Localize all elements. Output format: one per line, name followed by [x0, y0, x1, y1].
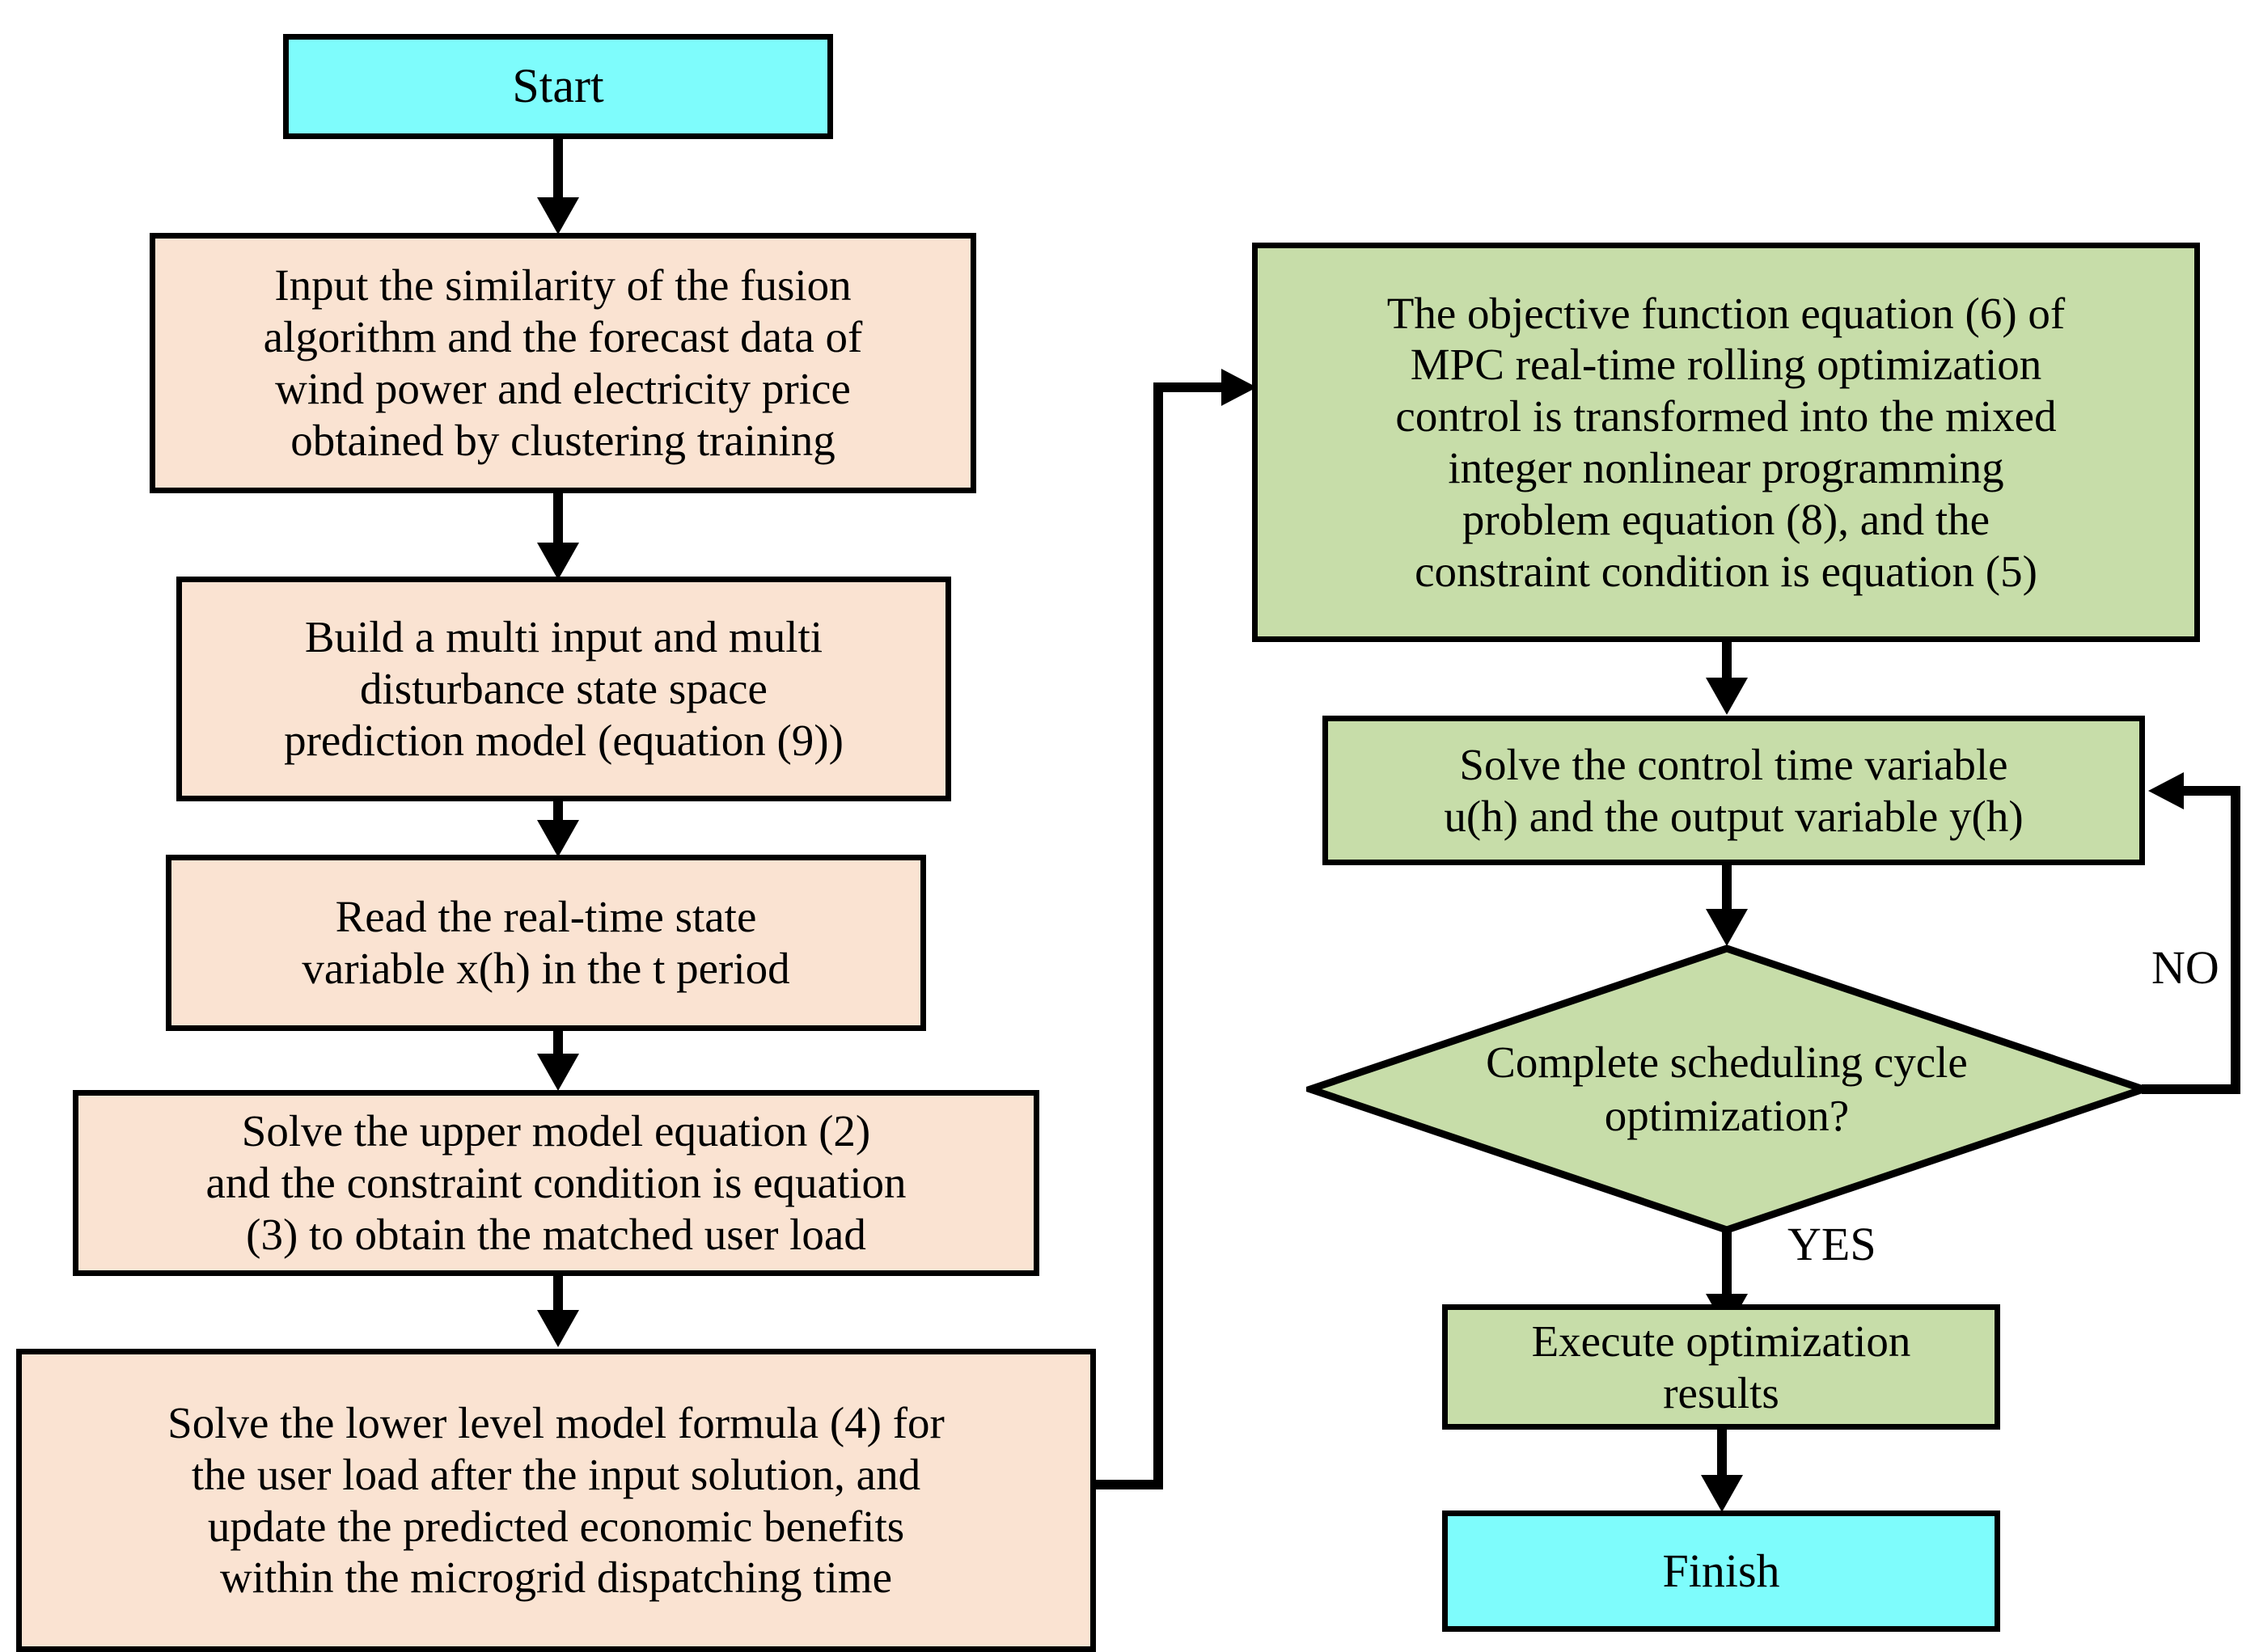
node-start-label: Start	[512, 59, 604, 113]
node-start[interactable]: Start	[283, 34, 833, 139]
arrowhead-start-to-input	[537, 197, 579, 234]
arrowhead-read-to-upper	[537, 1054, 579, 1091]
arrowhead-objective-to-control	[1706, 678, 1748, 715]
connector-read-to-upper	[553, 1031, 563, 1057]
connector-input-to-build	[553, 493, 563, 546]
node-solve-lower-label: Solve the lower level model formula (4) …	[167, 1397, 945, 1603]
node-finish[interactable]: Finish	[1442, 1510, 2000, 1632]
connector-lower-to-objective-h1	[1092, 1480, 1163, 1489]
connector-control-to-decision	[1722, 865, 1732, 912]
node-input-data-label: Input the similarity of the fusion algor…	[263, 260, 863, 465]
node-solve-lower[interactable]: Solve the lower level model formula (4) …	[16, 1349, 1096, 1652]
arrowhead-control-to-decision	[1706, 909, 1748, 946]
node-solve-upper-label: Solve the upper model equation (2) and t…	[205, 1106, 907, 1259]
node-build-model-label: Build a multi input and multi disturbanc…	[284, 612, 844, 765]
node-objective-transform-label: The objective function equation (6) of M…	[1386, 288, 2066, 596]
node-solve-control[interactable]: Solve the control time variable u(h) and…	[1322, 716, 2145, 865]
node-decision-cycle[interactable]: Complete scheduling cycle optimization?	[1306, 944, 2147, 1234]
node-build-model[interactable]: Build a multi input and multi disturbanc…	[176, 577, 951, 801]
connector-objective-to-control	[1722, 642, 1732, 681]
arrowhead-no-to-control	[2148, 772, 2184, 809]
node-solve-upper[interactable]: Solve the upper model equation (2) and t…	[73, 1090, 1039, 1276]
connector-no-h2	[2184, 786, 2240, 796]
node-finish-label: Finish	[1662, 1544, 1780, 1598]
node-input-data[interactable]: Input the similarity of the fusion algor…	[150, 233, 976, 493]
arrowhead-upper-to-lower	[537, 1310, 579, 1347]
edge-label-yes: YES	[1787, 1218, 1876, 1270]
arrowhead-lower-to-objective	[1221, 369, 1257, 406]
connector-no-v	[2231, 786, 2240, 1094]
connector-execute-to-finish	[1717, 1430, 1727, 1478]
node-decision-cycle-label: Complete scheduling cycle optimization?	[1486, 1037, 1968, 1140]
arrowhead-execute-to-finish	[1701, 1475, 1743, 1512]
edge-label-no: NO	[2151, 941, 2219, 994]
node-read-state[interactable]: Read the real-time state variable x(h) i…	[166, 855, 926, 1031]
connector-yes-v	[1722, 1231, 1732, 1298]
node-execute-results-label: Execute optimization results	[1531, 1316, 1911, 1418]
node-read-state-label: Read the real-time state variable x(h) i…	[302, 892, 790, 993]
connector-lower-to-objective-v	[1153, 382, 1163, 1489]
arrowhead-input-to-build	[537, 543, 579, 580]
decision-diamond-shape	[1306, 944, 2147, 1234]
arrowhead-build-to-read	[537, 820, 579, 857]
node-objective-transform[interactable]: The objective function equation (6) of M…	[1252, 243, 2200, 642]
node-solve-control-label: Solve the control time variable u(h) and…	[1444, 739, 2024, 841]
node-execute-results[interactable]: Execute optimization results	[1442, 1304, 2000, 1430]
connector-build-to-read	[553, 801, 563, 824]
connector-upper-to-lower	[553, 1276, 563, 1313]
connector-start-to-input	[553, 139, 563, 201]
connector-lower-to-objective-h2	[1153, 382, 1226, 392]
connector-no-h1	[2142, 1084, 2240, 1094]
